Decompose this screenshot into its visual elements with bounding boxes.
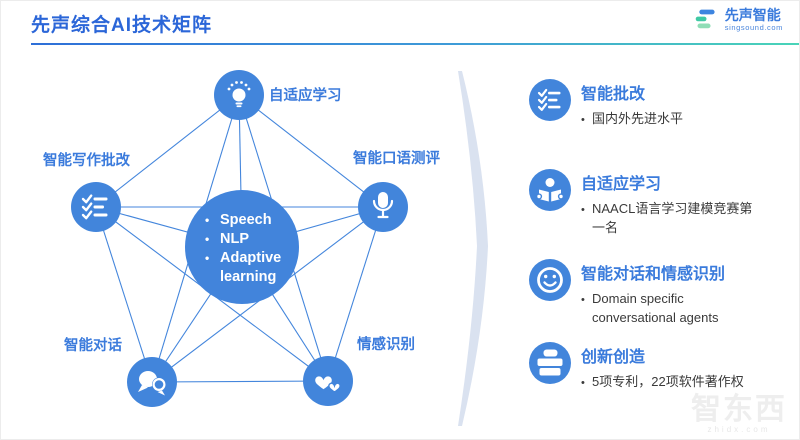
transition-arrow [458, 71, 488, 426]
watermark-text: 智东西 [691, 393, 787, 426]
node-label: 智能对话 [64, 336, 122, 354]
watermark-domain: zhidx.com [707, 425, 771, 434]
panel-item-title: 智能对话和情感识别 [581, 266, 726, 283]
node-label: 智能写作批改 [43, 151, 130, 169]
core-item: Speech [205, 211, 297, 230]
panel-item-bullet: Domain specific conversational agents [581, 290, 763, 326]
page-title: 先声综合AI技术矩阵 [31, 15, 213, 36]
logo-name: 先声智能 [724, 7, 781, 23]
watermark: 智东西 zhidx.com [691, 395, 787, 435]
panel-item-title: 自适应学习 [581, 176, 662, 193]
core-technologies-circle: Speech NLP Adaptive learning [185, 190, 299, 304]
reader-icon [529, 169, 571, 211]
core-item: Adaptive learning [205, 249, 297, 287]
panel-item-adaptive: 自适应学习 NAACL语言学习建模竞赛第一名 [529, 169, 791, 236]
node-label: 情感识别 [357, 335, 415, 353]
panel-item-title: 智能批改 [581, 86, 646, 103]
panel-item-bullet: 国内外先进水平 [581, 110, 763, 129]
checklist-icon [81, 194, 108, 220]
node-adaptive-learning: 自适应学习 [214, 70, 342, 120]
node-emotion-recognition: 情感识别 [303, 335, 415, 406]
smiley-icon [529, 259, 571, 301]
panel-item-bullet: 5项专利，22项软件著作权 [581, 373, 763, 392]
hearts-icon [315, 376, 341, 393]
title-underline [31, 43, 799, 45]
logo-text: 先声智能 singsound.com [724, 7, 783, 33]
logo-icon [695, 9, 715, 29]
panel-item-text: 创新创造 5项专利，22项软件著作权 [581, 342, 763, 392]
panel-item-text: 智能批改 国内外先进水平 [581, 79, 763, 129]
books-icon [529, 342, 571, 384]
panel-item-bullet: NAACL语言学习建模竞赛第一名 [581, 200, 763, 236]
microphone-icon [372, 192, 394, 219]
chat-bubbles-icon [138, 371, 166, 396]
logo-domain: singsound.com [724, 23, 783, 32]
panel-item-innovation: 创新创造 5项专利，22项软件著作权 [529, 342, 791, 392]
singsound-logo: 先声智能 singsound.com [693, 8, 783, 32]
panel-item-dialogue-emotion: 智能对话和情感识别 Domain specific conversational… [529, 259, 791, 326]
node-dialogue: 智能对话 [64, 336, 177, 407]
panel-item-text: 自适应学习 NAACL语言学习建模竞赛第一名 [581, 169, 763, 236]
lightbulb-icon [227, 81, 251, 108]
checklist-icon [529, 79, 571, 121]
node-label: 自适应学习 [269, 86, 342, 104]
panel-item-text: 智能对话和情感识别 Domain specific conversational… [581, 259, 763, 326]
core-technologies-list: Speech NLP Adaptive learning [185, 190, 303, 287]
node-label: 智能口语测评 [353, 149, 440, 167]
panel-item-title: 创新创造 [581, 349, 646, 366]
node-writing-correction: 智能写作批改 [43, 151, 130, 232]
panel-item-correction: 智能批改 国内外先进水平 [529, 79, 791, 129]
core-item: NLP [205, 230, 297, 249]
node-oral-assessment: 智能口语测评 [353, 149, 440, 232]
